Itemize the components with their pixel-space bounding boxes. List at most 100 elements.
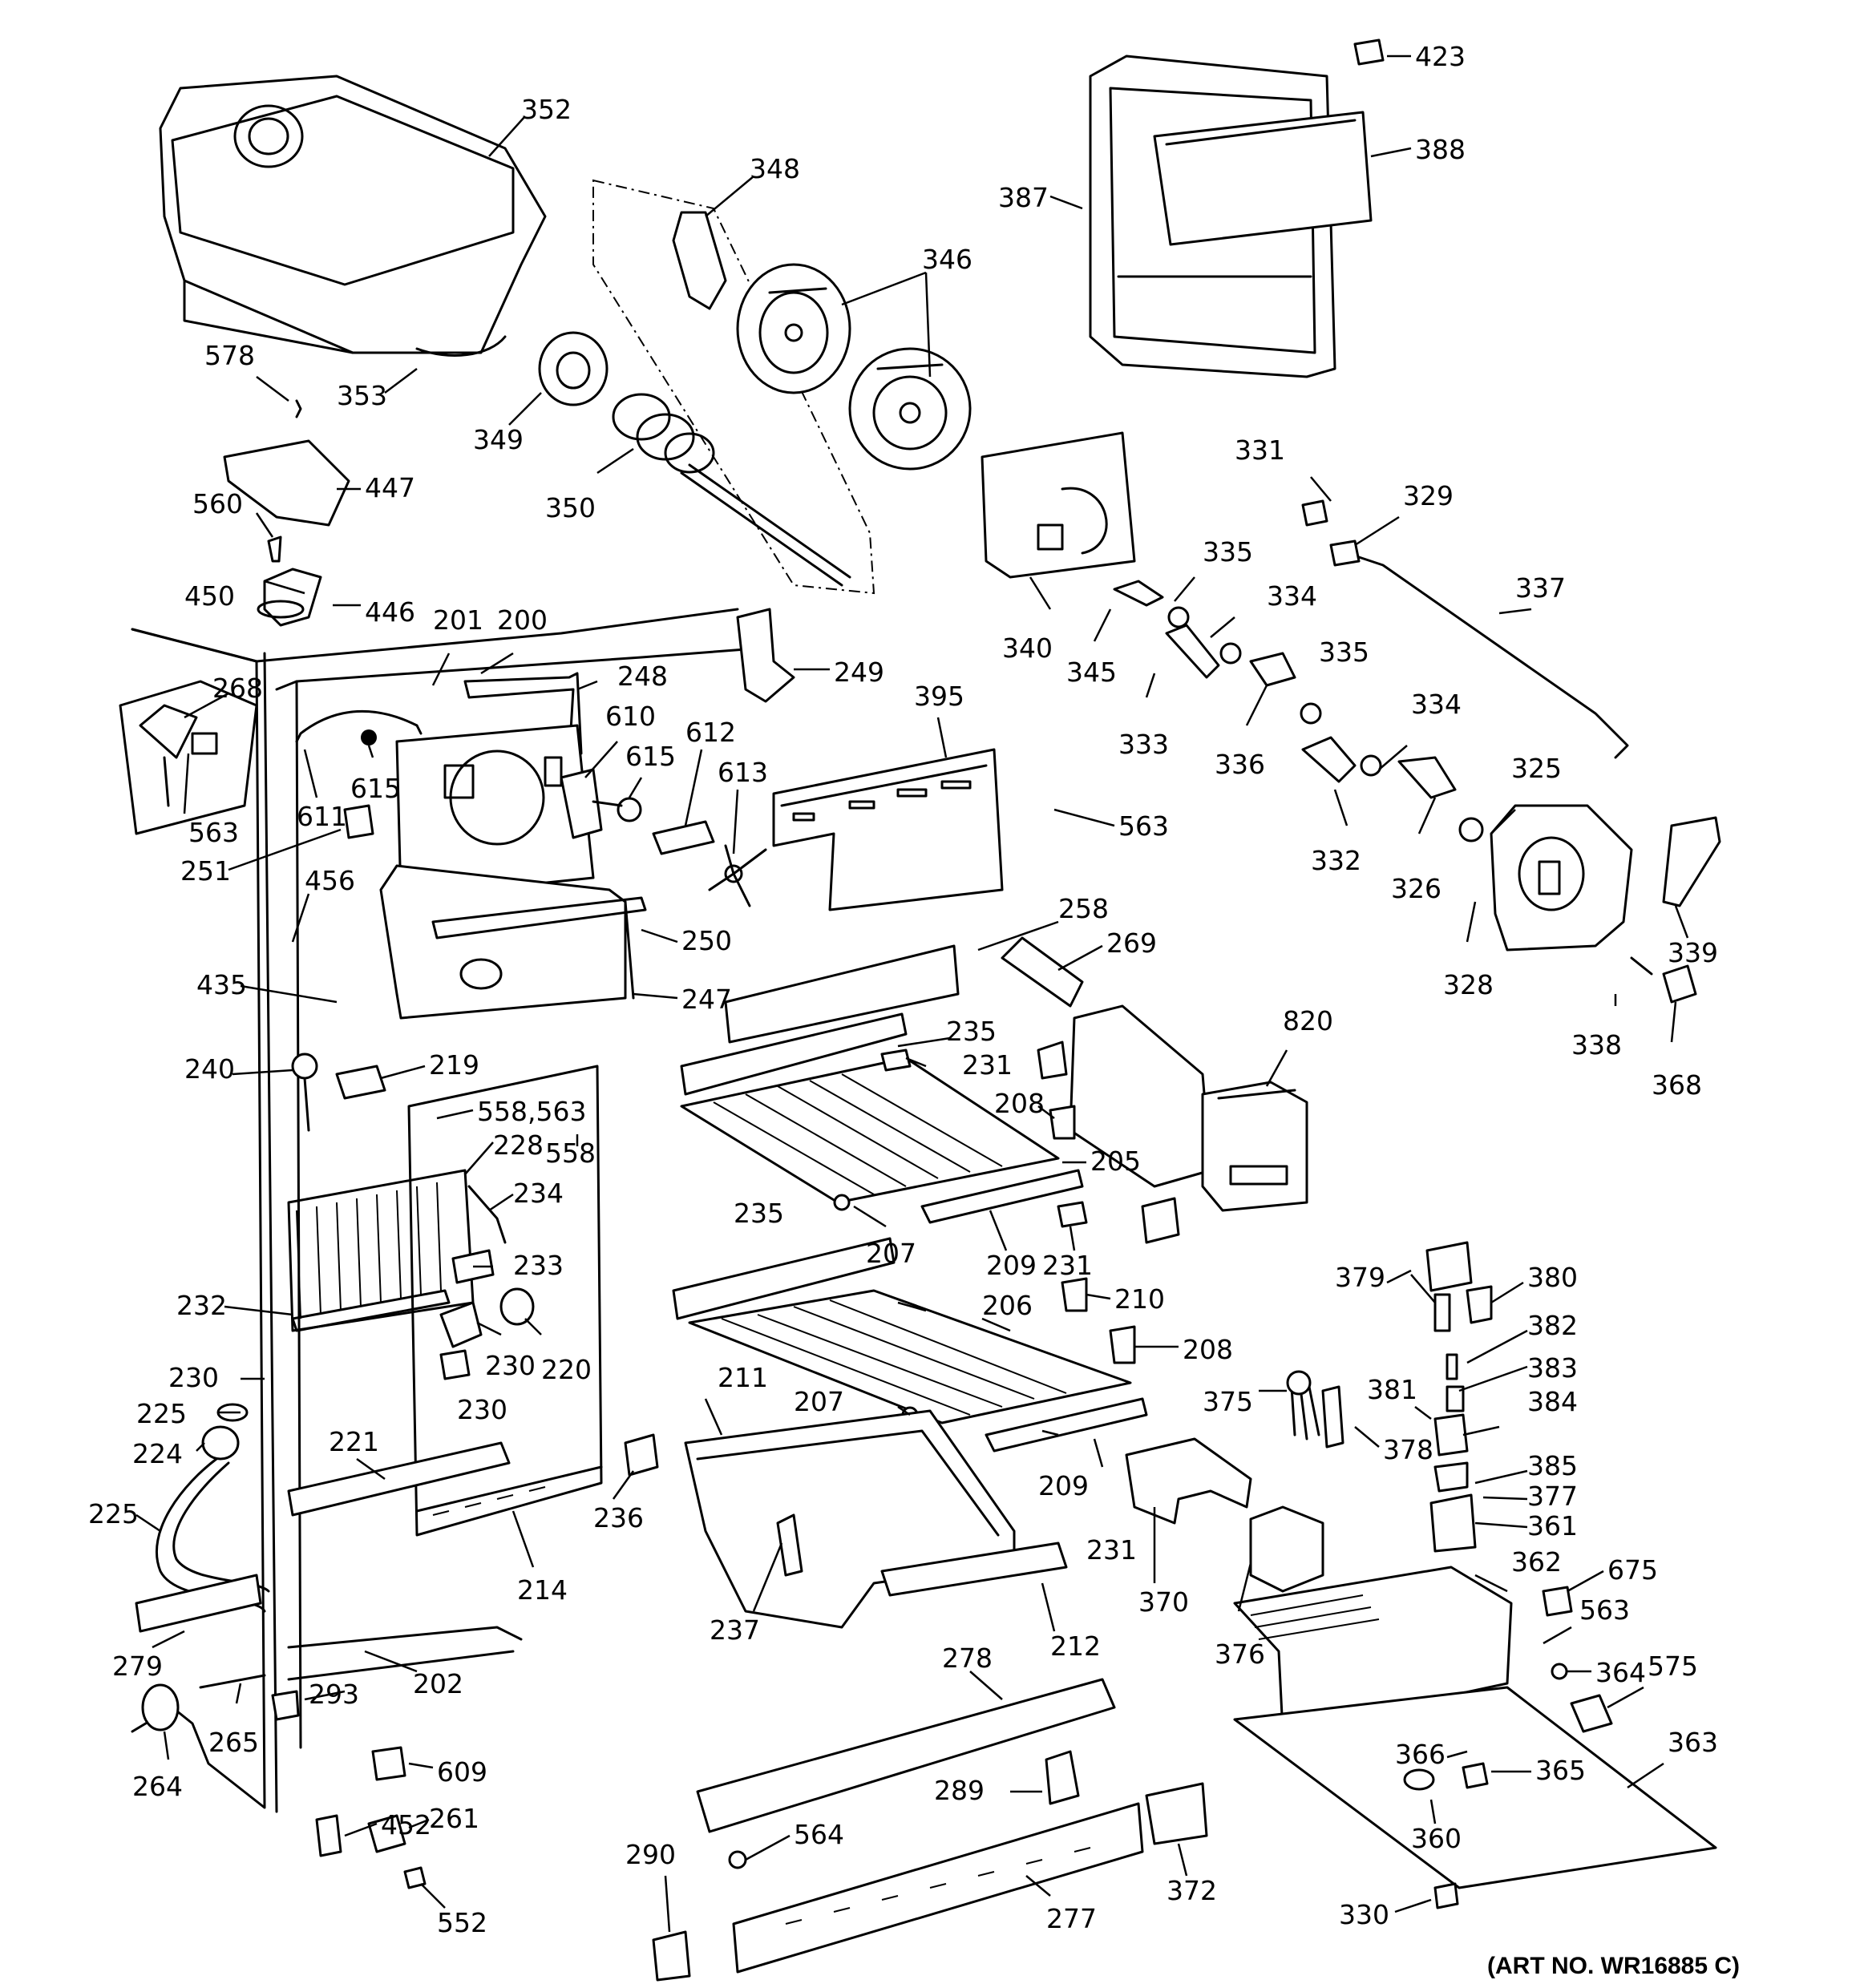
part-251 xyxy=(343,804,374,839)
label-352: 352 xyxy=(521,94,572,125)
part-345-plate xyxy=(981,431,1136,579)
label-249: 249 xyxy=(834,657,884,688)
part-362 xyxy=(1542,1586,1573,1617)
label-234: 234 xyxy=(513,1178,564,1209)
part-drawings xyxy=(119,38,1721,1982)
label-235-top: 235 xyxy=(946,1016,997,1047)
label-247: 247 xyxy=(681,984,732,1015)
label-378: 379 xyxy=(1335,1262,1385,1293)
label-340: 333 xyxy=(1118,729,1169,760)
label-388: 388 xyxy=(1415,134,1466,165)
label-350: 350 xyxy=(545,492,596,523)
label-337-mid: 335 xyxy=(1319,636,1369,668)
part-329-rod xyxy=(1345,552,1629,759)
label-452: 452 xyxy=(381,1809,431,1841)
label-228: 228 xyxy=(493,1129,544,1161)
label-345: 340 xyxy=(1002,632,1053,664)
part-206-shelf xyxy=(672,1237,1148,1453)
part-205-shelf xyxy=(680,1012,1084,1224)
part-220 xyxy=(499,1287,535,1326)
label-382: 383 xyxy=(1527,1352,1578,1384)
part-258 xyxy=(724,944,960,1044)
label-380: 382 xyxy=(1527,1310,1578,1341)
label-279: 279 xyxy=(112,1651,163,1682)
part-250-247-cover xyxy=(379,724,647,1020)
part-240 xyxy=(291,1053,318,1080)
label-211: 211 xyxy=(718,1362,768,1393)
part-231-mid xyxy=(1057,1201,1088,1228)
part-214-panel xyxy=(407,1065,603,1537)
part-552 xyxy=(403,1866,427,1889)
label-214: 214 xyxy=(517,1574,568,1606)
part-249 xyxy=(736,608,795,703)
part-221 xyxy=(287,1441,511,1517)
part-370 xyxy=(1249,1505,1324,1593)
label-611: 611 xyxy=(297,801,347,832)
part-230-mid xyxy=(439,1301,483,1348)
part-208-top xyxy=(1049,1105,1076,1140)
label-212: 212 xyxy=(1050,1630,1101,1662)
label-230-left: 230 xyxy=(168,1362,219,1393)
part-290 xyxy=(652,1930,691,1982)
label-377: 361 xyxy=(1527,1510,1578,1542)
part-279 xyxy=(135,1574,262,1633)
part-230-low xyxy=(439,1349,471,1380)
part-564 xyxy=(728,1850,747,1869)
label-820: 820 xyxy=(1283,1005,1333,1036)
label-615-left: 615 xyxy=(350,773,401,804)
part-277 xyxy=(696,1678,1116,1833)
label-235-bottom: 235 xyxy=(734,1198,784,1229)
part-366 xyxy=(1462,1762,1489,1789)
part-208-mid xyxy=(1109,1325,1136,1364)
part-240-wire xyxy=(303,1077,310,1132)
part-609 xyxy=(371,1746,406,1781)
part-395-panel xyxy=(772,748,1004,911)
label-265: 265 xyxy=(208,1727,259,1758)
label-225-bottom: 225 xyxy=(88,1498,139,1529)
label-363: 330 xyxy=(1339,1899,1389,1930)
label-435: 435 xyxy=(196,969,247,1000)
label-379: 380 xyxy=(1527,1262,1578,1293)
label-289: 372 xyxy=(1167,1875,1217,1906)
label-236: 236 xyxy=(593,1502,644,1533)
label-207-bottom: 207 xyxy=(794,1386,844,1417)
label-365: 360 xyxy=(1411,1823,1462,1854)
label-326: 325 xyxy=(1511,753,1562,784)
label-333: 336 xyxy=(1215,749,1265,780)
label-209-top: 209 xyxy=(986,1250,1037,1281)
part-293 xyxy=(271,1690,300,1721)
label-613: 613 xyxy=(718,757,768,788)
label-450: 450 xyxy=(184,580,235,612)
label-268: 268 xyxy=(212,673,263,704)
label-446: 446 xyxy=(365,596,415,628)
part-232-evaporator xyxy=(287,1169,507,1332)
part-611 xyxy=(295,709,423,743)
label-202: 202 xyxy=(413,1668,463,1699)
label-361: 362 xyxy=(1511,1546,1562,1578)
label-224: 224 xyxy=(132,1438,183,1469)
label-231-top: 231 xyxy=(962,1049,1013,1081)
part-268-inset xyxy=(119,680,258,835)
label-349: 349 xyxy=(473,424,524,455)
water-valve-stack xyxy=(1425,1241,1493,1553)
parts-447-446-group xyxy=(223,399,350,627)
label-206: 206 xyxy=(982,1290,1033,1321)
label-233: 233 xyxy=(513,1250,564,1281)
label-237: 237 xyxy=(710,1614,760,1646)
label-225-top: 225 xyxy=(136,1398,187,1429)
part-372 xyxy=(1125,1437,1252,1525)
label-372: 370 xyxy=(1138,1586,1189,1618)
part-269 xyxy=(1001,936,1084,1008)
label-251: 251 xyxy=(180,855,231,887)
label-615-right: 615 xyxy=(625,741,676,772)
part-325-housing xyxy=(1490,804,1721,1004)
label-339: 338 xyxy=(1571,1029,1622,1061)
label-563-mid: 563 xyxy=(1118,810,1169,842)
label-338: 368 xyxy=(1652,1069,1702,1101)
part-207-top xyxy=(833,1194,851,1211)
label-385: 377 xyxy=(1527,1481,1578,1512)
label-250: 250 xyxy=(681,925,732,956)
label-348: 348 xyxy=(750,153,800,184)
label-376: 375 xyxy=(1203,1386,1253,1417)
